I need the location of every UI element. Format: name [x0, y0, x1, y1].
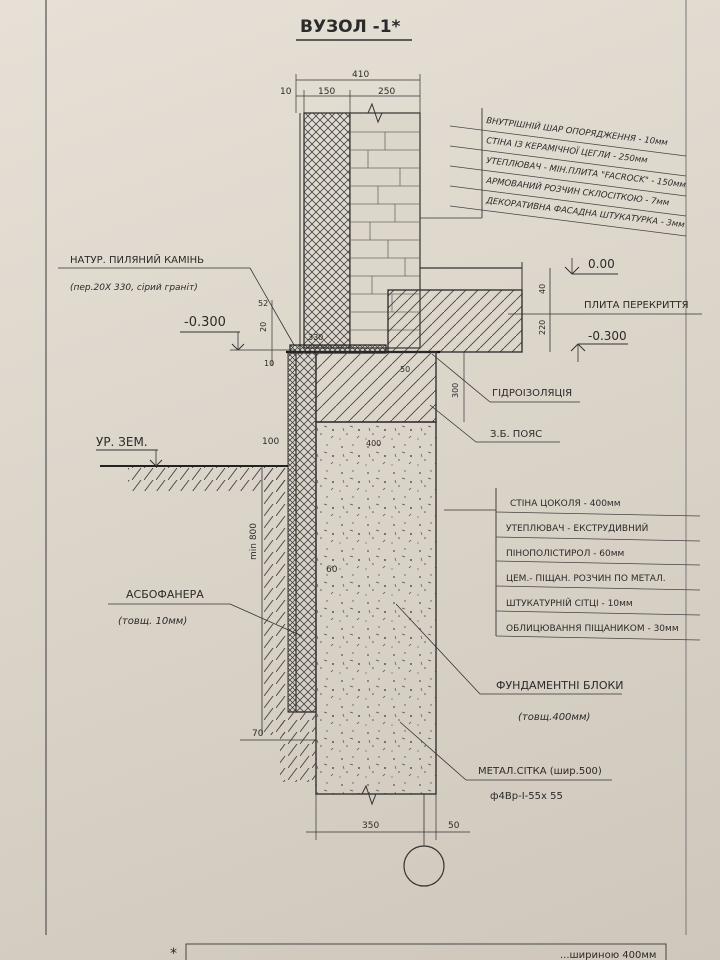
dim-10-top: 10	[280, 87, 292, 97]
footnote-star: *	[170, 946, 177, 960]
mesh-label: МЕТАЛ.СІТКА (шир.500)	[478, 766, 602, 777]
ground-level-marker: УР. ЗЕМ.	[96, 435, 163, 467]
plinth-cladding	[287, 351, 297, 713]
dim-300: 300	[451, 383, 460, 398]
layer-base-2: УТЕПЛЮВАЧ - ЕКСТРУДИВНИЙ	[506, 522, 648, 534]
ground-level-label: УР. ЗЕМ.	[96, 435, 148, 449]
dim-410: 410	[352, 70, 369, 80]
layer-base-4: ЦЕМ.- ПІЩАН. РОЗЧИН ПО МЕТАЛ.	[506, 574, 666, 584]
level-marker-left: -0.300	[180, 315, 296, 351]
footnote-box	[185, 943, 667, 960]
dim-250: 250	[378, 87, 395, 97]
asbo-label: АСБОФАНЕРА	[126, 588, 204, 601]
layer-base-1: СТІНА ЦОКОЛЯ - 400мм	[510, 499, 621, 509]
slab-label: ПЛИТА ПЕРЕКРИТТЯ	[584, 300, 689, 311]
level-right-label: -0.300	[588, 329, 627, 343]
break-line-bottom	[316, 784, 436, 806]
foundation-blocks	[315, 421, 437, 795]
dim-330: 330	[308, 333, 323, 342]
upper-insulation	[303, 112, 351, 349]
title: ВУЗОЛ -1*	[300, 17, 401, 37]
blocks-callout: ФУНДАМЕНТНІ БЛОКИ (товщ.400мм)	[395, 603, 624, 723]
blocks-sub-label: (товщ.400мм)	[518, 712, 590, 723]
dim-50-bottom: 50	[448, 821, 460, 831]
break-line-top	[355, 102, 420, 124]
rc-belt	[315, 351, 437, 423]
top-layers-table: ВНУТРІШНІЙ ШАР ОПОРЯДЖЕННЯ - 10мм СТІНА …	[420, 108, 687, 237]
dim-min800: min 800	[249, 523, 259, 560]
asbo-callout: АСБОФАНЕРА (товщ. 10мм)	[108, 588, 303, 637]
blocks-label: ФУНДАМЕНТНІ БЛОКИ	[496, 679, 624, 692]
belt-label: З.Б. ПОЯС	[490, 429, 542, 440]
layer-base-5: ШТУКАТУРНІЙ СІТЦІ - 10мм	[506, 597, 633, 609]
level-zero-label: 0.00	[588, 257, 615, 271]
dim-50-belt: 50	[400, 365, 410, 374]
dim-70: 70	[252, 729, 264, 739]
dim-20: 20	[259, 322, 268, 332]
dim-100: 100	[262, 437, 279, 447]
stone-callout: НАТУР. ПИЛЯНИЙ КАМІНЬ (пер.20Х 330, сіри…	[58, 253, 295, 346]
axis-marker	[403, 845, 445, 887]
layer-base-6: ОБЛИЦЮВАННЯ ПІЩАНИКОМ - 30мм	[506, 624, 679, 634]
mesh-callout: МЕТАЛ.СІТКА (шир.500) ф4Вр-I-55х 55	[399, 721, 612, 802]
waterproof-label: ГІДРОІЗОЛЯЦІЯ	[492, 388, 572, 399]
mesh-sub-label: ф4Вр-I-55х 55	[490, 791, 563, 802]
level-left-label: -0.300	[184, 315, 226, 330]
belt-leader	[429, 404, 477, 443]
level-marker-right: -0.300	[570, 329, 628, 362]
dim-150: 150	[318, 87, 335, 97]
dim-10: 10	[264, 359, 274, 368]
layer-base-3: ПІНОПОЛІСТИРОЛ - 60мм	[506, 549, 624, 559]
dim-400: 400	[366, 439, 381, 448]
dim-slab-220: 220	[538, 320, 547, 335]
ground-hatch-vertical	[262, 467, 288, 735]
ground-hatch-bottom	[280, 712, 316, 782]
level-marker-zero: 0.00	[564, 257, 618, 275]
brick-courses	[350, 131, 420, 331]
stone-label: НАТУР. ПИЛЯНИЙ КАМІНЬ	[70, 253, 204, 266]
plinth-insulation	[295, 351, 317, 713]
dim-slab-40: 40	[538, 284, 547, 294]
footnote-text: ...шириною 400мм	[560, 950, 656, 960]
dim-60: 60	[326, 565, 338, 575]
stone-sub-label: (пер.20Х 330, сірий граніт)	[70, 283, 198, 293]
dim-52: 52	[258, 299, 268, 308]
ground-hatch	[128, 467, 288, 491]
base-layers-table: СТІНА ЦОКОЛЯ - 400мм УТЕПЛЮВАЧ - ЕКСТРУД…	[444, 488, 701, 641]
dim-350: 350	[362, 821, 379, 831]
floor-slab	[387, 289, 523, 353]
waterproof-leader	[431, 353, 491, 403]
asbo-sub-label: (товщ. 10мм)	[118, 616, 187, 627]
